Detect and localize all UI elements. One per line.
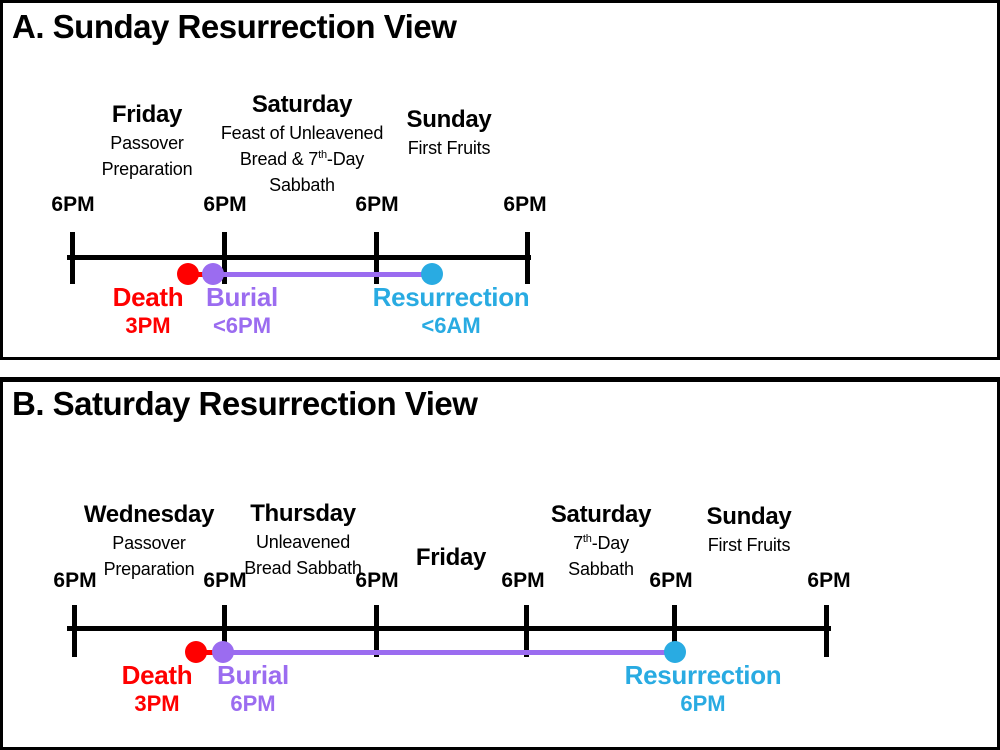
- day-header-friday: Friday: [415, 543, 487, 573]
- death-label: Death: [121, 660, 193, 690]
- tick-label-6pm: 6PM: [355, 569, 399, 592]
- day-subtitle: Bread Sabbath: [244, 558, 362, 578]
- death-label: Death: [112, 282, 184, 312]
- timeline-baseline: [67, 255, 531, 260]
- tick-label-6pm: 6PM: [51, 193, 95, 216]
- tick-label-6pm: 6PM: [355, 193, 399, 216]
- tick-label-6pm: 6PM: [807, 569, 851, 592]
- death-burial-connector: [188, 272, 213, 277]
- day-subtitle: Unleavened: [255, 532, 351, 552]
- day-name: Saturday: [251, 91, 353, 118]
- resurrection-label: Resurrection: [624, 660, 782, 690]
- timeline-tick: [525, 232, 530, 284]
- timeline-baseline: [67, 626, 831, 631]
- timeline-tick: [72, 605, 77, 657]
- timeline-tick: [222, 605, 227, 657]
- day-subtitle: Preparation: [103, 559, 195, 579]
- panel-b-title: B. Saturday Resurrection View: [12, 385, 478, 422]
- death-burial-connector: [196, 650, 223, 655]
- burial-resurrection-span: [213, 272, 432, 277]
- tick-label-6pm: 6PM: [501, 569, 545, 592]
- day-subtitle: Feast of Unleavened: [220, 123, 384, 143]
- resurrection-dot: [421, 263, 443, 285]
- tick-label-6pm: 6PM: [203, 193, 247, 216]
- timeline-tick: [70, 232, 75, 284]
- death-dot: [177, 263, 199, 285]
- timeline-tick: [524, 605, 529, 657]
- tick-label-6pm: 6PM: [503, 193, 547, 216]
- day-name: Thursday: [250, 500, 356, 527]
- day-header-friday: Friday Passover Preparation: [102, 100, 193, 182]
- burial-dot: [212, 641, 234, 663]
- day-subtitle: First Fruits: [707, 535, 791, 555]
- burial-label: Burial: [217, 660, 289, 690]
- burial-label-group: Burial <6PM: [206, 283, 278, 339]
- day-header-wednesday: Wednesday Passover Preparation: [83, 500, 215, 582]
- day-name: Saturday: [550, 501, 652, 528]
- burial-label: Burial: [206, 282, 278, 312]
- timeline-tick: [672, 605, 677, 657]
- day-name: Wednesday: [83, 501, 215, 528]
- day-subtitle: Passover: [112, 533, 186, 553]
- burial-time: <6PM: [212, 313, 272, 338]
- day-subtitle: Bread & 7th-Day: [239, 149, 365, 169]
- resurrection-dot: [664, 641, 686, 663]
- death-time: 3PM: [134, 691, 180, 716]
- panel-b-top-border: [0, 377, 1000, 382]
- panel-sunday-resurrection-view: A. Sunday Resurrection View Friday Passo…: [0, 0, 1000, 360]
- death-label-group: Death 3PM: [113, 283, 184, 339]
- timeline-tick: [824, 605, 829, 657]
- day-name: Sunday: [406, 106, 492, 133]
- resurrection-time: <6AM: [421, 313, 481, 338]
- day-name: Friday: [415, 544, 487, 571]
- panel-saturday-resurrection-view: B. Saturday Resurrection View Wednesday …: [0, 377, 1000, 750]
- day-header-sunday: Sunday First Fruits: [407, 105, 492, 161]
- day-subtitle: Sabbath: [568, 559, 634, 579]
- death-time: 3PM: [125, 313, 171, 338]
- day-header-sunday: Sunday First Fruits: [707, 502, 792, 558]
- day-name: Friday: [111, 101, 183, 128]
- resurrection-label: Resurrection: [372, 282, 530, 312]
- day-subtitle: Preparation: [101, 159, 193, 179]
- resurrection-time: 6PM: [680, 691, 726, 716]
- resurrection-label-group: Resurrection <6AM: [373, 283, 530, 339]
- day-header-saturday: Saturday Feast of Unleavened Bread & 7th…: [220, 90, 384, 198]
- burial-label-group: Burial 6PM: [217, 661, 289, 717]
- day-subtitle: Passover: [110, 133, 184, 153]
- panel-a-title: A. Sunday Resurrection View: [12, 8, 457, 45]
- tick-label-6pm: 6PM: [53, 569, 97, 592]
- day-subtitle: 7th-Day: [573, 533, 629, 553]
- resurrection-label-group: Resurrection 6PM: [625, 661, 782, 717]
- death-label-group: Death 3PM: [122, 661, 193, 717]
- death-dot: [185, 641, 207, 663]
- day-subtitle: First Fruits: [407, 138, 491, 158]
- burial-time: 6PM: [230, 691, 276, 716]
- day-header-saturday: Saturday 7th-Day Sabbath: [550, 500, 652, 582]
- burial-dot: [202, 263, 224, 285]
- day-subtitle: Sabbath: [269, 175, 335, 195]
- tick-label-6pm: 6PM: [203, 569, 247, 592]
- burial-resurrection-span: [223, 650, 675, 655]
- day-name: Sunday: [706, 503, 792, 530]
- tick-label-6pm: 6PM: [649, 569, 693, 592]
- timeline-tick: [374, 605, 379, 657]
- day-header-thursday: Thursday Unleavened Bread Sabbath: [244, 499, 362, 581]
- timeline-tick: [222, 232, 227, 284]
- timeline-tick: [374, 232, 379, 284]
